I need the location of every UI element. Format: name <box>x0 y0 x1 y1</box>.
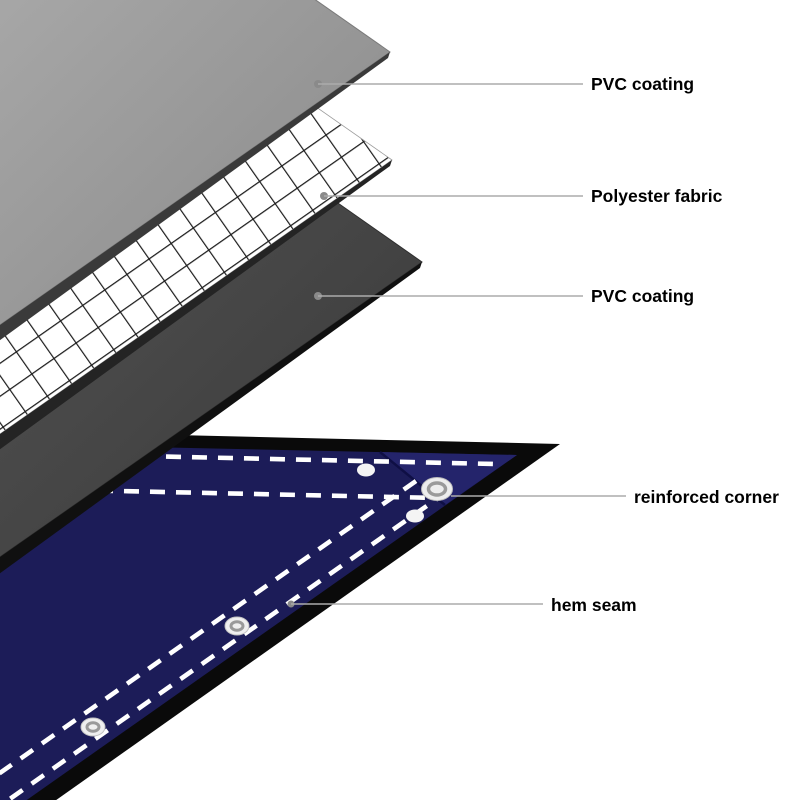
label-pvc-coating-top: PVC coating <box>591 74 694 94</box>
mesh-edge <box>0 160 392 450</box>
stitch-line-top-outer <box>139 453 496 467</box>
tarp-surface <box>0 443 517 800</box>
tarpaulin-layer <box>0 430 560 800</box>
grommet-hem-2 <box>80 717 106 737</box>
pvc-top-edge <box>0 52 390 341</box>
stitch-line-top-inner <box>71 487 439 501</box>
stitch-line-hem-outer <box>4 489 450 800</box>
grommet-corner-small-lower <box>406 509 424 523</box>
label-hem-seam: hem seam <box>551 595 637 615</box>
annotations: PVC coating Polyester fabric PVC coating… <box>287 74 779 615</box>
label-pvc-coating-bottom: PVC coating <box>591 286 694 306</box>
grommet-corner-small-upper <box>357 463 375 477</box>
stitch-line-hem-inner <box>0 479 418 776</box>
label-reinforced-corner: reinforced corner <box>634 487 779 507</box>
grommet-corner-main <box>421 477 453 501</box>
pvc-top-sheet <box>0 0 391 341</box>
label-polyester-fabric: Polyester fabric <box>591 186 723 206</box>
grommet-hem-1 <box>224 616 250 636</box>
pvc-bottom-edge <box>0 262 422 574</box>
